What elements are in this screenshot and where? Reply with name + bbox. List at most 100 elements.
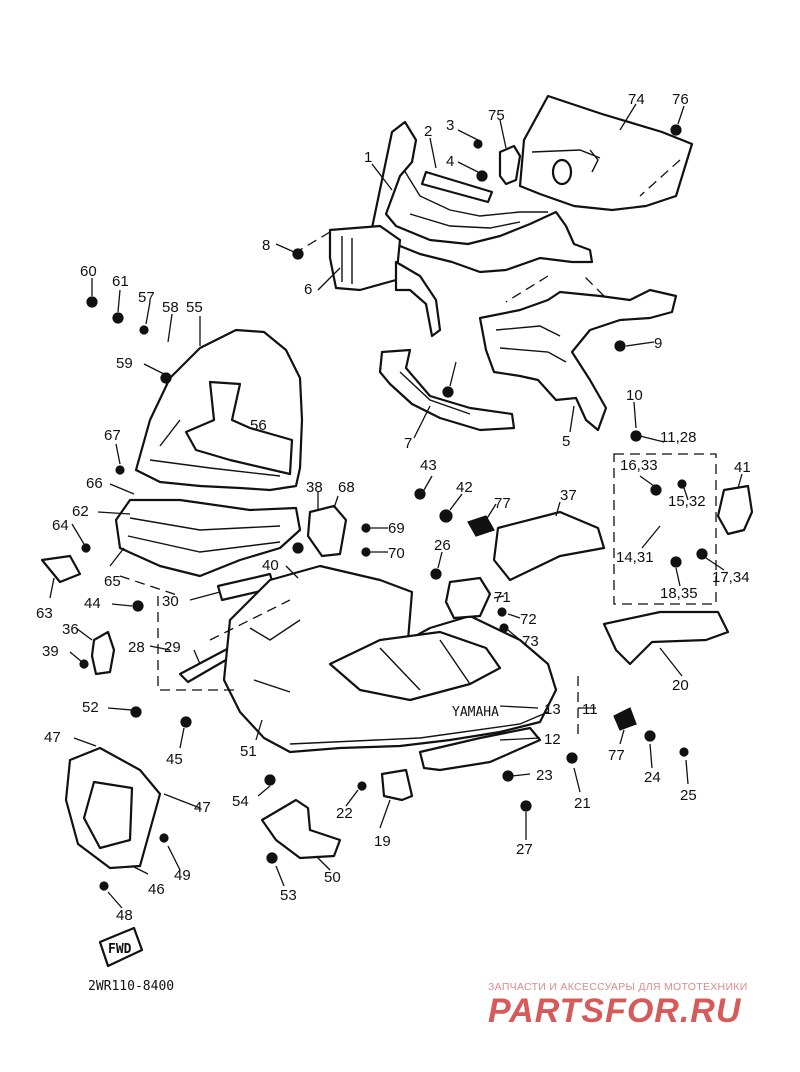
callout-47a: 47 [44,729,61,746]
bracket-part-63 [40,554,82,584]
callout-77b: 77 [608,747,625,764]
callout-52: 52 [82,699,99,716]
callout-11-28: 11,28 [660,429,696,446]
callout-56: 56 [250,417,267,434]
callout-49: 49 [174,867,191,884]
callout-58: 58 [162,299,179,316]
callout-18-35: 18,35 [660,585,698,602]
callout-73: 73 [522,633,539,650]
callout-64: 64 [52,517,69,534]
callout-21: 21 [574,795,591,812]
leader-lines [49,103,743,909]
svg-text:FWD: FWD [108,942,132,957]
watermark-tagline: ЗАПЧАСТИ И АКСЕССУАРЫ ДЛЯ МОТОТЕХНИКИ [488,981,748,993]
callout-65: 65 [104,573,121,590]
meter-visor-part-65 [114,498,302,578]
callout-53: 53 [280,887,297,904]
air-duct-part-37 [492,510,606,582]
callout-4: 4 [446,153,454,170]
callout-50: 50 [324,869,341,886]
callout-22: 22 [336,805,353,822]
callout-60: 60 [80,263,97,280]
callout-23: 23 [536,767,553,784]
cowling-badge: YAMAHA [452,705,499,720]
callout-45: 45 [166,751,183,768]
callout-labels: 1 2 3 4 75 74 76 8 6 9 10 11,28 41 16,33… [36,91,751,924]
callout-20: 20 [672,677,689,694]
callout-30: 30 [162,593,179,610]
callout-74: 74 [628,91,645,108]
callout-1: 1 [364,149,372,166]
callout-41: 41 [734,459,751,476]
callout-6: 6 [304,281,312,298]
callout-17-34: 17,34 [712,569,750,586]
pad-part-19 [380,768,414,802]
callout-55: 55 [186,299,203,316]
spring-part-77-upper [467,515,495,537]
callout-40: 40 [262,557,279,574]
watermark-brand: PARTSFOR.RU [488,992,742,1030]
callout-25: 25 [680,787,697,804]
callout-46: 46 [148,881,165,898]
cowling-stay-frame [328,120,678,432]
callout-9: 9 [654,335,662,352]
spring-part-77-lower [613,707,637,731]
callout-26: 26 [434,537,451,554]
callout-38: 38 [306,479,323,496]
callout-27: 27 [516,841,533,858]
fasteners [79,124,708,891]
callout-48: 48 [116,907,133,924]
callout-61: 61 [112,273,129,290]
callout-54: 54 [232,793,249,810]
upper-cowling-body: YAMAHA [222,564,558,754]
inner-panel-part-12 [418,726,542,772]
mirror-part-71 [444,576,492,620]
callout-36: 36 [62,621,79,638]
air-duct-part-20 [602,610,730,666]
bracket-part-36 [90,630,116,676]
lower-panel-part-46 [64,746,162,870]
callout-75: 75 [488,107,505,124]
panel-part-50 [260,798,342,860]
clamp-part-75 [498,144,522,186]
cover-part-41 [716,484,754,536]
callout-8a: 8 [262,237,270,254]
callout-66: 66 [86,475,103,492]
callout-42: 42 [456,479,473,496]
callout-77a: 77 [494,495,511,512]
callout-63: 63 [36,605,53,622]
callout-5: 5 [562,433,570,450]
callout-59: 59 [116,355,133,372]
callout-37: 37 [560,487,577,504]
callout-47b: 47 [194,799,211,816]
fwd-tag: FWD [98,926,144,968]
callout-57: 57 [138,289,155,306]
callout-43: 43 [420,457,437,474]
cover-part-74 [518,94,694,212]
callout-3: 3 [446,117,454,134]
watermark: ЗАПЧАСТИ И АКСЕССУАРЫ ДЛЯ МОТОТЕХНИКИ PA… [488,981,748,1030]
callout-29: 29 [164,639,181,656]
callout-76: 76 [672,91,689,108]
callout-19: 19 [374,833,391,850]
callout-12: 12 [544,731,561,748]
windscreen-part-55 [134,328,304,492]
callout-69: 69 [388,520,405,537]
callout-14-31: 14,31 [616,549,654,566]
drawing-code: 2WR110-8400 [88,979,174,994]
callout-67: 67 [104,427,121,444]
dashed-grouping-lines [119,159,717,740]
callout-39: 39 [42,643,59,660]
callout-16-33: 16,33 [620,457,658,474]
callout-24: 24 [644,769,661,786]
callout-51: 51 [240,743,257,760]
callout-28: 28 [128,639,145,656]
callout-13: 13 [544,701,561,718]
callout-11: 11 [582,701,598,718]
callout-62: 62 [72,503,89,520]
callout-2: 2 [424,123,432,140]
callout-68: 68 [338,479,355,496]
mirror-part-68 [306,504,348,558]
callout-71: 71 [494,589,511,606]
